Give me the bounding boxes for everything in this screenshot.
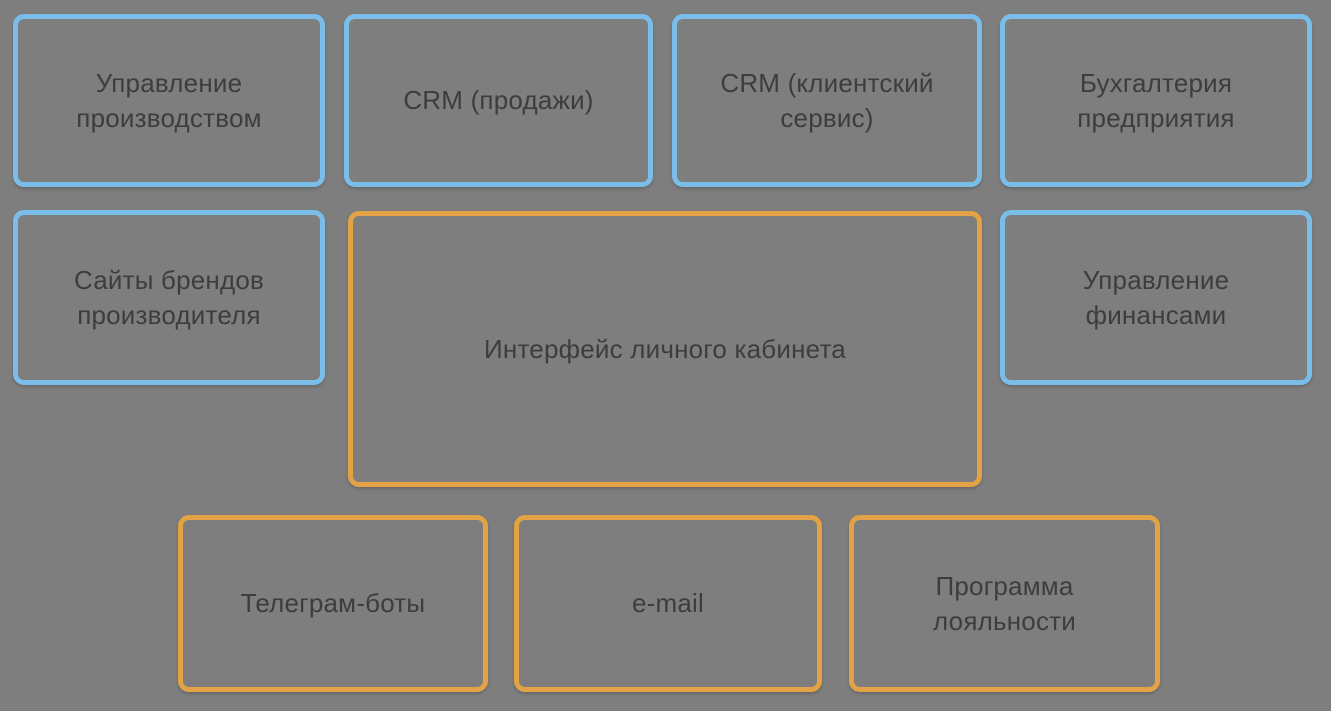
node-crm-client-service[interactable]: CRM (клиентский сервис) bbox=[672, 14, 982, 187]
node-production-management[interactable]: Управление производством bbox=[13, 14, 325, 187]
node-label: Бухгалтерия предприятия bbox=[1077, 67, 1235, 133]
node-label: Программа лояльности bbox=[933, 570, 1076, 636]
node-label: Управление производством bbox=[76, 67, 262, 133]
node-accounting[interactable]: Бухгалтерия предприятия bbox=[1000, 14, 1312, 187]
node-label: Управление финансами bbox=[1082, 264, 1230, 330]
node-label: Сайты брендов производителя bbox=[73, 264, 265, 330]
node-email[interactable]: e-mail bbox=[514, 515, 822, 692]
node-personal-account-interface[interactable]: Интерфейс личного кабинета bbox=[348, 211, 982, 487]
node-telegram-bots[interactable]: Телеграм-боты bbox=[178, 515, 488, 692]
node-label: CRM (продажи) bbox=[403, 85, 594, 115]
node-loyalty-program[interactable]: Программа лояльности bbox=[849, 515, 1160, 692]
node-label: Интерфейс личного кабинета bbox=[484, 333, 846, 364]
node-label: Телеграм-боты bbox=[240, 588, 426, 618]
node-label: e-mail bbox=[632, 588, 704, 618]
node-crm-sales[interactable]: CRM (продажи) bbox=[344, 14, 653, 187]
node-brand-websites[interactable]: Сайты брендов производителя bbox=[13, 210, 325, 385]
node-finance-management[interactable]: Управление финансами bbox=[1000, 210, 1312, 385]
node-label: CRM (клиентский сервис) bbox=[720, 67, 934, 133]
